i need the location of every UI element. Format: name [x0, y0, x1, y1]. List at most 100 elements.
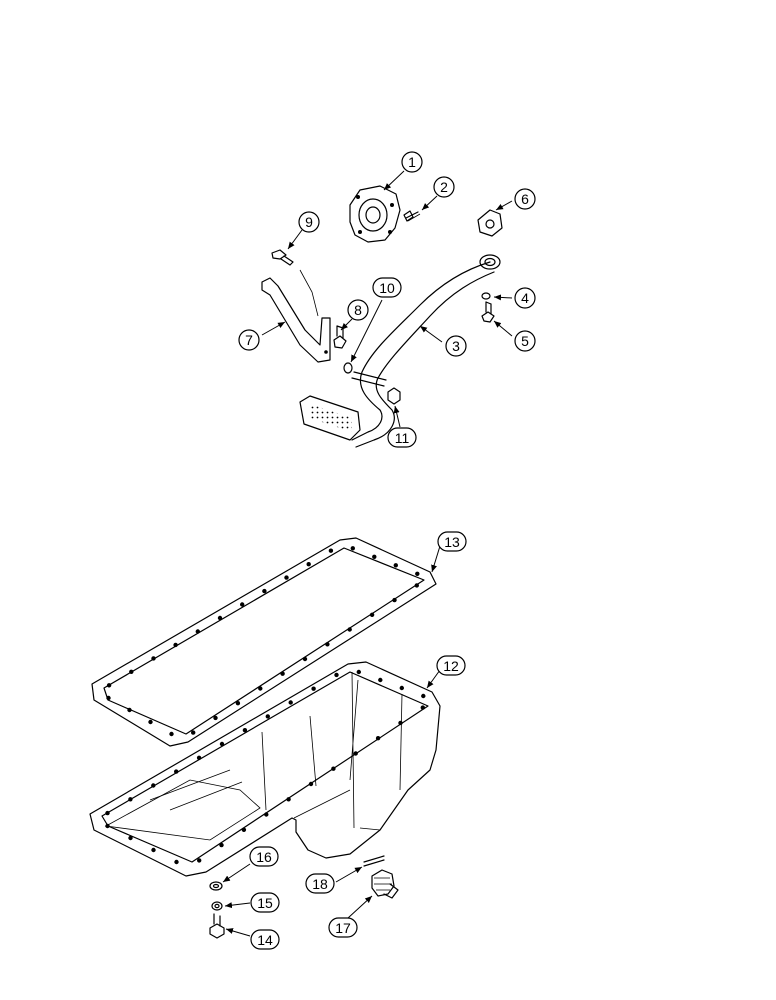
bolt-hole: [284, 575, 289, 580]
svg-text:17: 17: [335, 920, 351, 936]
callout-16: 16: [249, 846, 279, 867]
oil-pan-gasket-part: [91, 537, 437, 747]
svg-text:8: 8: [354, 302, 362, 318]
bolt-hole: [421, 693, 426, 699]
bolt-hole: [151, 847, 156, 853]
bolt-hole: [325, 642, 330, 647]
bolt-hole: [105, 823, 110, 829]
bolt-hole: [127, 707, 132, 713]
svg-text:10: 10: [379, 280, 395, 296]
bolt-hole: [174, 859, 179, 865]
svg-text:14: 14: [257, 932, 273, 948]
callout-1: 1: [401, 151, 423, 173]
bolt-hole: [328, 548, 334, 553]
bolt-hole: [280, 671, 285, 676]
bolt-hole: [415, 571, 420, 576]
oil-pump-part: [349, 185, 401, 243]
drain-plug-seal-part: [363, 855, 385, 867]
tube-nut-part: [343, 362, 353, 374]
bolt-hole: [173, 642, 178, 648]
bolt-hole: [106, 683, 112, 688]
callout-10: 10: [372, 277, 402, 298]
bolt-hole: [217, 615, 223, 621]
bolt-hole: [258, 686, 263, 691]
bolt-hole: [334, 672, 339, 678]
callout-9: 9: [298, 211, 320, 233]
bolt-hole: [213, 715, 218, 721]
bolt-hole: [240, 602, 245, 607]
svg-text:2: 2: [440, 179, 448, 195]
bolt-hole: [286, 797, 291, 802]
bolt-hole: [197, 858, 202, 863]
bolt-hole: [420, 705, 425, 710]
callout-18: 18: [305, 873, 335, 894]
bolt-hole: [308, 781, 314, 787]
drain-plug-part: [371, 869, 399, 899]
bolt-hole: [393, 563, 398, 568]
callout-17: 17: [328, 917, 358, 938]
bolt-hole: [241, 827, 247, 832]
drain-washer-part: [209, 881, 223, 891]
suction-tube-part: [299, 254, 501, 448]
svg-text:18: 18: [312, 876, 328, 892]
pump-bolt-part: [403, 210, 421, 222]
bolt-hole: [191, 730, 196, 735]
callout-11: 11: [387, 427, 417, 448]
bolt-hole: [350, 546, 355, 551]
bolt-hole: [106, 695, 111, 701]
bolt-hole: [262, 588, 267, 594]
bolt-hole: [331, 766, 336, 771]
bolt-hole: [414, 583, 419, 588]
callout-8: 8: [347, 299, 369, 321]
bolt-hole: [128, 835, 133, 841]
svg-text:13: 13: [444, 534, 460, 550]
bolt-hole: [264, 812, 269, 817]
bolt-hole: [195, 629, 200, 634]
bolt-hole: [128, 797, 133, 802]
svg-text:4: 4: [521, 290, 529, 306]
drain-seal-part: [211, 901, 223, 911]
washer-part: [481, 292, 491, 300]
bolt-hole: [151, 783, 156, 788]
bolt-hole: [242, 728, 248, 733]
callout-6: 6: [514, 188, 536, 210]
bolt-hole: [369, 612, 375, 617]
callout-15: 15: [250, 892, 280, 913]
bolt-hole: [398, 720, 403, 726]
callout-12: 12: [436, 655, 466, 676]
bolt-hole: [356, 669, 361, 675]
bolt-hole: [347, 627, 352, 632]
strainer-nut-part: [387, 387, 401, 405]
bolt-hole: [353, 751, 358, 756]
svg-text:16: 16: [256, 849, 272, 865]
bolt-hole: [302, 656, 308, 662]
bolt-hole: [265, 714, 270, 719]
bolt-hole: [219, 741, 225, 747]
bolt-hole: [311, 686, 316, 691]
callout-2: 2: [433, 176, 455, 198]
svg-text:5: 5: [521, 333, 529, 349]
bolt-hole: [219, 842, 224, 848]
bolt-hole: [235, 701, 241, 706]
bolt-hole: [174, 769, 179, 774]
bolt-hole: [148, 719, 153, 725]
bolt-hole: [306, 562, 311, 567]
drain-bolt-part: [209, 913, 225, 939]
bolt-hole: [399, 685, 404, 691]
flange-gasket-part: [477, 209, 503, 237]
svg-text:3: 3: [452, 338, 460, 354]
bolt-hole: [392, 597, 397, 603]
svg-text:11: 11: [395, 430, 410, 446]
callout-4: 4: [514, 287, 536, 309]
svg-text:6: 6: [521, 191, 529, 207]
svg-text:9: 9: [305, 214, 313, 230]
callout-3: 3: [445, 335, 467, 357]
oil-pan-part: [89, 661, 441, 877]
callout-leaders: [222, 170, 513, 937]
bolt-hole: [151, 656, 156, 661]
bolt-hole: [129, 669, 134, 674]
bolt-hole: [105, 810, 110, 816]
svg-text:12: 12: [443, 658, 459, 674]
bolt-hole: [378, 677, 383, 683]
